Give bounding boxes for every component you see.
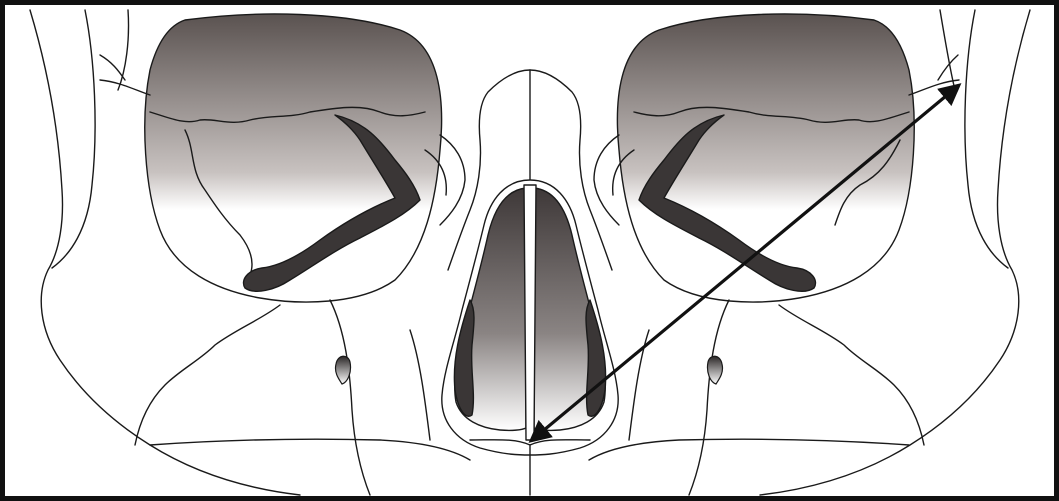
nasal-septum	[524, 185, 536, 440]
